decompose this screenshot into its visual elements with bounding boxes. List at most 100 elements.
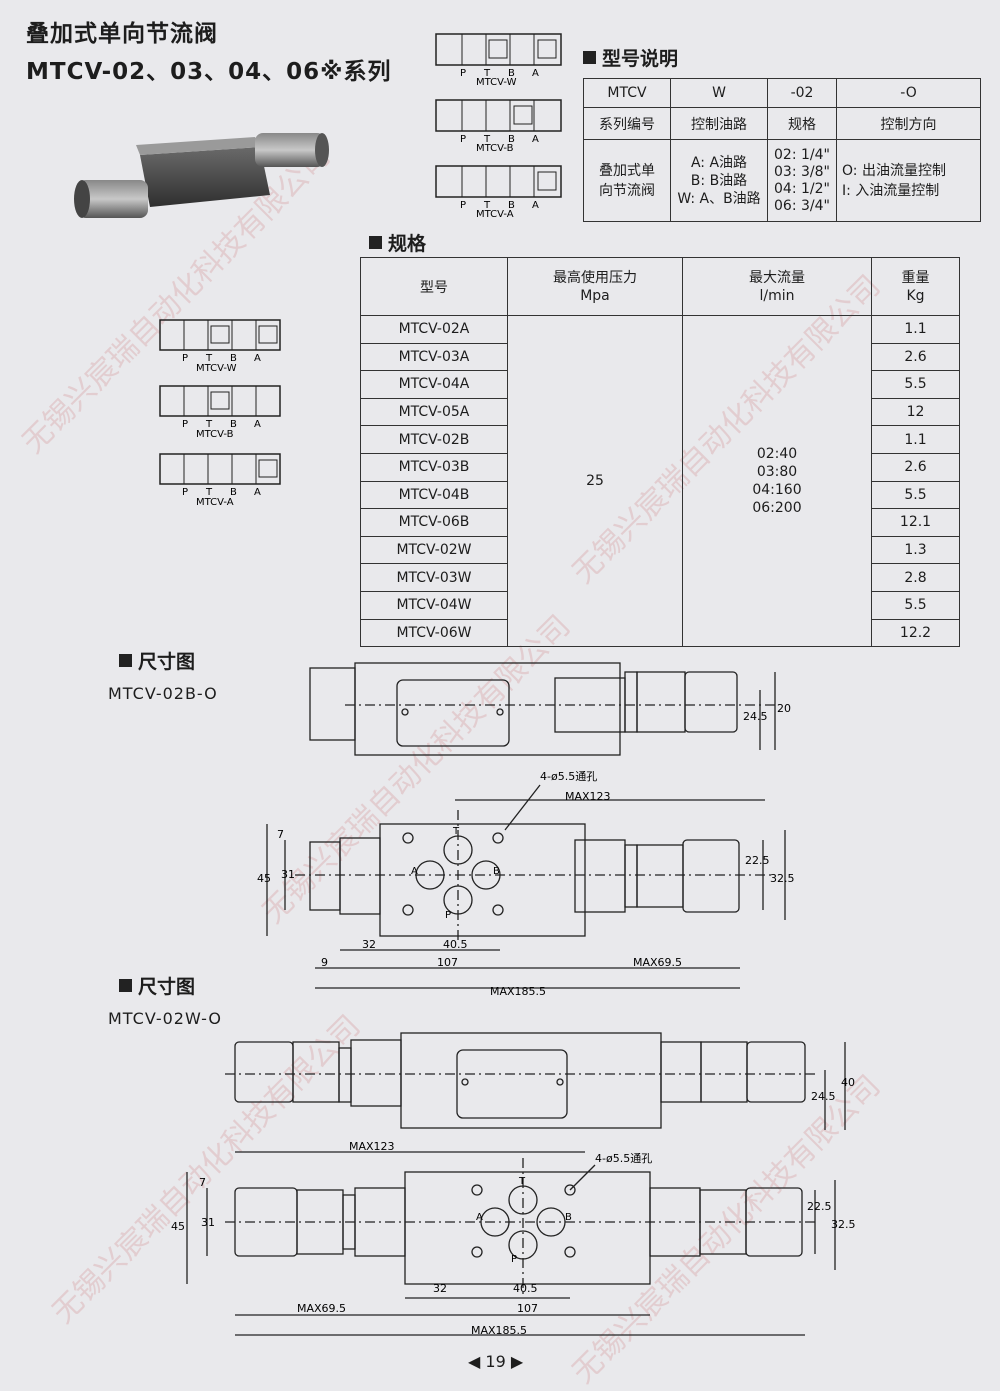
header-model: 型号 <box>360 257 508 316</box>
port-label: T <box>483 68 491 79</box>
desc-circuit: B: B油路 <box>690 172 748 189</box>
model-cell: MTCV-02A <box>360 315 508 344</box>
port-label: B <box>230 353 237 364</box>
weight-cell: 5.5 <box>871 590 960 620</box>
desc-size: 02: 1/4" <box>774 146 830 163</box>
port-label: P <box>511 1254 517 1265</box>
weight-cell: 1.1 <box>871 425 960 454</box>
dim-label: MAX69.5 <box>297 1302 346 1315</box>
symbol-label: MTCV-W <box>476 77 517 88</box>
model-cell: MTCV-04B <box>360 480 508 510</box>
dim-label: 107 <box>517 1302 538 1315</box>
symbol-label: MTCV-B <box>196 429 234 440</box>
next-arrow-icon: ▶ <box>510 1352 524 1371</box>
dim-label: 24.5 <box>743 710 768 723</box>
dim-label: 20 <box>777 702 791 715</box>
dim-label-holes: 4-ø5.5通孔 <box>595 1152 652 1165</box>
port-label: A <box>254 419 261 430</box>
prev-arrow-icon: ◀ <box>468 1352 481 1371</box>
port-label: T <box>452 826 460 837</box>
weight-cell: 1.3 <box>871 535 960 565</box>
port-label: B <box>508 200 515 211</box>
dim-label: 7 <box>199 1176 206 1189</box>
model-cell: MTCV-03B <box>360 452 508 482</box>
bullet-square-icon <box>119 979 132 992</box>
port-label: B <box>230 487 237 498</box>
header-circuit: 控制油路 <box>670 107 768 140</box>
dim2-drawing: 4-ø5.5通孔 MAX123 7 31 45 22.5 32.5 24.5 4… <box>171 1032 856 1337</box>
header-flow-unit: l/min <box>759 287 795 304</box>
port-label: T <box>205 419 213 430</box>
port-label: P <box>182 419 188 430</box>
model-cell: MTCV-04A <box>360 370 508 399</box>
page-number-value: 19 <box>485 1352 506 1371</box>
spec-section-title: 规格 <box>388 233 427 255</box>
port-label: A <box>254 487 261 498</box>
dim-label: 31 <box>201 1216 215 1229</box>
dim-label-holes: 4-ø5.5通孔 <box>540 770 597 783</box>
left-symbols: P T B A MTCV-W P T B A MTCV-B P T B A MT… <box>159 319 281 508</box>
top-symbols: P T B A MTCV-W P T B A MTCV-B P T B A MT… <box>435 33 562 220</box>
port-label: P <box>460 134 466 145</box>
weight-cell: 2.8 <box>871 563 960 592</box>
model-cell: MTCV-02B <box>360 425 508 454</box>
bullet-square-icon <box>119 654 132 667</box>
weight-cell: 5.5 <box>871 370 960 399</box>
header-direction: 控制方向 <box>836 107 981 140</box>
bullet-square-icon <box>369 236 382 249</box>
model-section-title: 型号说明 <box>602 48 679 70</box>
port-label: A <box>411 866 418 877</box>
model-cell: MTCV-03W <box>360 563 508 592</box>
dim-label: 45 <box>171 1220 185 1233</box>
code-circuit: W <box>670 78 768 108</box>
flow-value: 04:160 <box>752 482 802 499</box>
symbol-label: MTCV-A <box>476 209 514 220</box>
port-label: P <box>445 910 451 921</box>
port-label: B <box>508 134 515 145</box>
page-number: ◀ 19 ▶ <box>468 1352 523 1371</box>
weight-cell: 12.2 <box>871 618 960 648</box>
port-label: B <box>508 68 515 79</box>
dim2-heading: 尺寸图 <box>119 972 195 999</box>
port-label: T <box>483 134 491 145</box>
desc-direction: O: 出油流量控制 <box>842 162 946 179</box>
symbol-label: MTCV-B <box>476 143 514 154</box>
dim1-drawing: 4-ø5.5通孔 MAX123 7 31 45 22.5 32.5 24.5 2… <box>257 662 795 998</box>
desc-series: 叠加式单向节流阀 <box>599 162 655 199</box>
header-flow: 最大流量 <box>749 269 805 286</box>
dim-label: 31 <box>281 868 295 881</box>
dim-label: 32 <box>433 1282 447 1295</box>
desc-direction: I: 入油流量控制 <box>842 182 940 199</box>
dim-label: 32.5 <box>831 1218 856 1231</box>
port-label: T <box>205 353 213 364</box>
page-subtitle: MTCV-02、03、04、06※系列 <box>26 59 392 85</box>
spec-section-heading: 规格 <box>369 229 426 256</box>
dim-label: 22.5 <box>745 854 770 867</box>
header-weight-unit: Kg <box>906 287 925 304</box>
model-cell: MTCV-06B <box>360 508 508 537</box>
port-label: B <box>565 1212 572 1223</box>
model-section-heading: 型号说明 <box>583 44 678 71</box>
model-cell: MTCV-05A <box>360 397 508 427</box>
model-cell: MTCV-06W <box>360 618 508 648</box>
header-series: 系列编号 <box>583 107 671 140</box>
flow-value: 02:40 <box>756 446 798 463</box>
dim-label: MAX185.5 <box>471 1324 527 1337</box>
desc-size: 06: 3/4" <box>774 197 830 214</box>
model-cell: MTCV-02W <box>360 535 508 565</box>
port-label: P <box>182 353 188 364</box>
dim-label: 45 <box>257 872 271 885</box>
dim-label: 40.5 <box>443 938 468 951</box>
dim2-title: 尺寸图 <box>138 976 196 998</box>
dim-label: 24.5 <box>811 1090 836 1103</box>
flow-value: 06:200 <box>752 500 802 517</box>
port-label: T <box>205 487 213 498</box>
desc-size: 04: 1/2" <box>774 180 830 197</box>
dim-label: 32 <box>362 938 376 951</box>
dim1-heading: 尺寸图 <box>119 647 195 674</box>
dim1-model: MTCV-02B-O <box>108 684 218 703</box>
weight-cell: 1.1 <box>871 315 960 344</box>
desc-size: 03: 3/8" <box>774 163 830 180</box>
dim2-model: MTCV-02W-O <box>108 1009 222 1028</box>
dim1-title: 尺寸图 <box>138 651 196 673</box>
